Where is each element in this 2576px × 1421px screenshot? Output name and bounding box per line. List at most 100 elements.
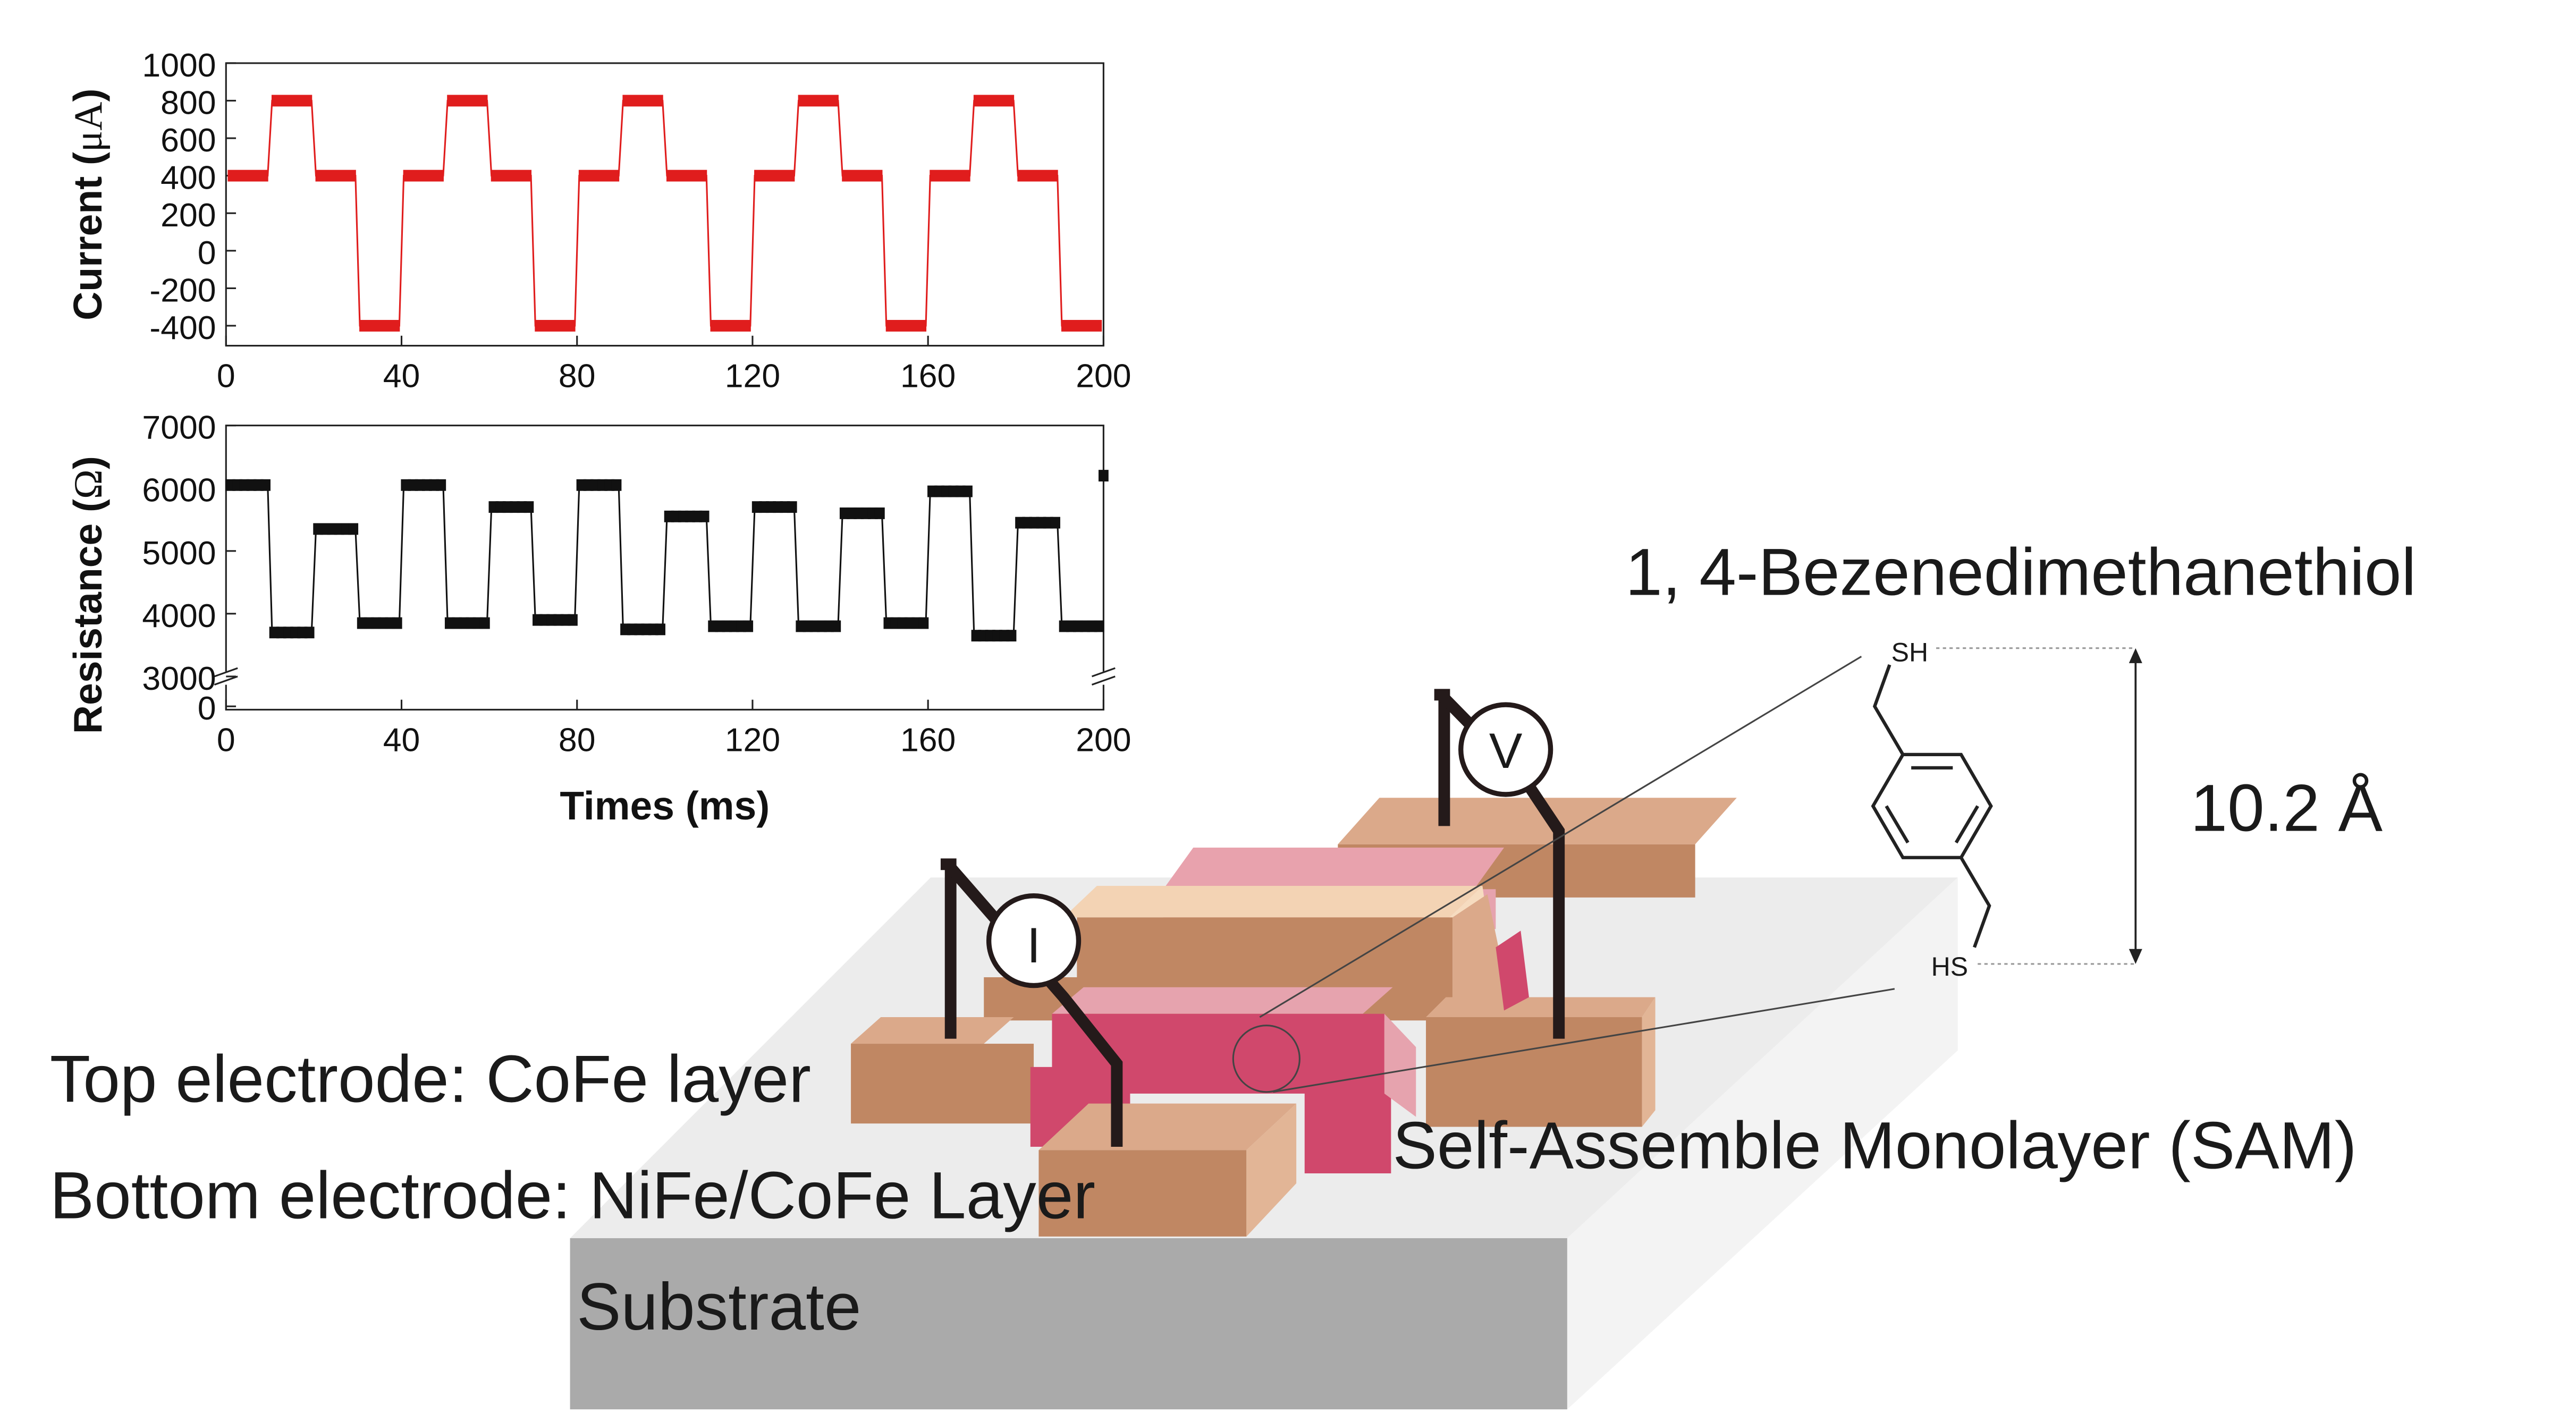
current-y-tick-label: -200: [149, 272, 216, 309]
benzene-ring: [1871, 752, 1993, 859]
bottom-electrode-front: [1038, 1150, 1247, 1237]
resistance-x-tick-label: 40: [383, 722, 420, 759]
current-level-marker: [271, 95, 313, 107]
resistance-y-tick-label: 7000: [142, 409, 216, 446]
length-arrow-head-top: [2129, 648, 2142, 663]
resistance-point: [1006, 630, 1017, 642]
axis-break-right-2: [1091, 675, 1116, 686]
top-electrode-rim: [1063, 885, 1483, 918]
current-y-title-unit: μA: [66, 102, 111, 152]
resistance-point: [962, 485, 973, 497]
current-level-marker: [315, 170, 356, 182]
resistance-x-tick-label: 120: [725, 722, 780, 759]
current-level-marker: [842, 170, 883, 182]
sam-right-side: [1384, 1013, 1416, 1117]
resistance-point: [1050, 517, 1060, 529]
resistance-point: [1094, 620, 1104, 632]
top-electrode-right: [1426, 1017, 1642, 1127]
device-schematic: I V: [570, 656, 1958, 1410]
thiol-bottom-label: HS: [1931, 952, 1968, 982]
current-level-marker: [798, 95, 839, 107]
axis-break-right-1: [1091, 667, 1116, 678]
sam-right-ext: [1496, 931, 1529, 1011]
sam-lower-right: [1304, 1080, 1391, 1174]
molecule-length: 10.2 Å: [2191, 771, 2383, 845]
sam-top: [1052, 987, 1393, 1014]
current-y-tick-label: 800: [161, 84, 216, 121]
resistance-point: [392, 617, 402, 629]
bottom-electrode-label: Bottom electrode: NiFe/CoFe Layer: [50, 1158, 1095, 1232]
benzene-inner-bond-2: [1954, 805, 1979, 844]
resistance-point: [1099, 470, 1109, 482]
resistance-point: [699, 510, 710, 522]
resistance-point: [304, 627, 315, 639]
wire-ammeter-left: [940, 858, 957, 1039]
zoom-circle: [1232, 1025, 1300, 1093]
current-level-marker: [930, 170, 970, 182]
current-level-marker: [710, 320, 751, 332]
current-y-tick-label: 0: [198, 234, 216, 272]
resistance-point: [655, 623, 665, 636]
current-level-marker: [491, 170, 532, 182]
current-x-tick-label: 200: [1076, 358, 1131, 395]
top-electrode-back: [1338, 798, 1737, 844]
resistance-y-tick-label: 4000: [142, 597, 216, 635]
current-level-marker: [447, 95, 488, 107]
resistance-x-tick-label: 0: [217, 722, 235, 759]
current-y-tick-label: 400: [161, 159, 216, 197]
callout-line-top: [1259, 656, 1862, 1018]
current-line: [228, 99, 1102, 327]
resistance-point: [479, 617, 490, 629]
resistance-point: [568, 614, 578, 626]
resistance-point: [874, 507, 885, 519]
resistance-y-tick-label: 3000: [142, 660, 216, 697]
molecule-top-chain: [1872, 664, 1905, 756]
current-y-title-prefix: Current (: [65, 152, 110, 320]
left-pad-front: [851, 1044, 1034, 1124]
benzene-inner-bond-3: [1885, 805, 1910, 844]
resistance-y-title-unit: Ω: [66, 469, 111, 499]
x-axis-title: Times (ms): [560, 783, 770, 828]
substrate-block: [570, 1238, 1567, 1410]
resistance-line: [228, 484, 1102, 637]
axis-break-left-1: [214, 667, 238, 678]
ammeter-icon: [986, 893, 1082, 988]
molecule-name: 1, 4-Bezenedimethanethiol: [1625, 535, 2416, 610]
resistance-point: [918, 617, 929, 629]
thiol-top-label: SH: [1891, 638, 1928, 667]
resistance-y-axis-title: Resistance (Ω): [65, 456, 111, 734]
voltmeter-icon: [1458, 702, 1553, 797]
resistance-point: [831, 620, 841, 632]
current-y-title-suffix: ): [65, 89, 110, 102]
resistance-point: [260, 479, 271, 491]
current-x-tick-label: 120: [725, 358, 780, 395]
resistance-y-tick-label: 0: [198, 690, 216, 727]
resistance-y-title-suffix: ): [65, 456, 110, 469]
top-electrode-right-top: [1426, 997, 1656, 1018]
resistance-x-tick-label: 80: [559, 722, 596, 759]
resistance-point: [348, 523, 359, 535]
current-level-marker: [403, 170, 444, 182]
wire-voltmeter-left: [1434, 689, 1450, 826]
substrate-label: Substrate: [577, 1270, 861, 1344]
current-level-marker: [1061, 320, 1102, 332]
sam-label: Self-Assemble Monolayer (SAM): [1393, 1109, 2357, 1183]
molecule-bottom-chain: [1960, 857, 1991, 948]
resistance-x-tick-label: 160: [900, 722, 956, 759]
bottom-electrode-top: [1038, 1103, 1297, 1151]
current-level-marker: [1017, 170, 1058, 182]
resistance-point: [787, 501, 797, 513]
current-level-marker: [885, 320, 927, 332]
resistance-plot-frame: [225, 425, 1104, 710]
current-y-tick-label: 1000: [142, 47, 216, 84]
top-electrode-right-end: [1642, 997, 1656, 1127]
ammeter-label: I: [1027, 917, 1041, 973]
axis-break-left-2: [214, 675, 238, 686]
current-y-axis-title: Current (μA): [65, 89, 111, 320]
current-y-tick-label: 200: [161, 197, 216, 234]
